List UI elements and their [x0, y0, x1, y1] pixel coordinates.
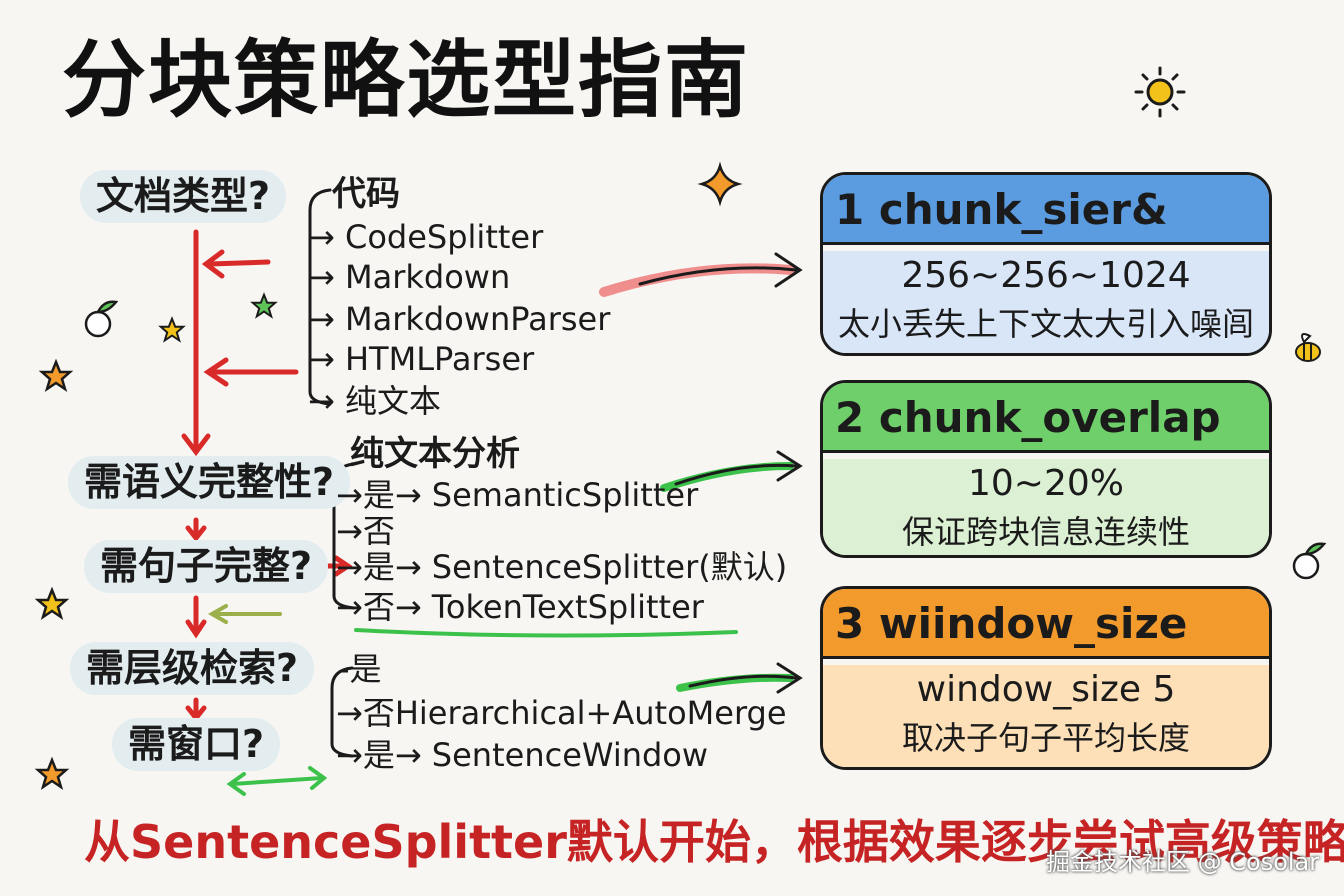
- question-sentence: 需句子完整?: [84, 540, 329, 594]
- doc-type-option: → 纯文本: [308, 382, 441, 420]
- text-analysis-head: 纯文本分析: [350, 434, 520, 474]
- param-box-chunk-overlap: 2 chunk_overlap 10~20% 保证跨块信息连续性: [820, 380, 1272, 558]
- sparkle-icon: [697, 161, 743, 207]
- main-flow-line: [181, 229, 353, 723]
- param-box-value: window_size 5: [916, 669, 1176, 710]
- question-doc-type: 文档类型?: [80, 170, 287, 224]
- hier-option: -是: [338, 650, 382, 688]
- param-box-value: 256~256~1024: [901, 255, 1191, 296]
- param-box-window-size: 3 wiindow_size window_size 5 取决子句子平均长度: [820, 586, 1272, 770]
- text-option: →是→ SentenceSplitter(默认): [336, 548, 788, 586]
- param-box-value: 10~20%: [968, 463, 1124, 504]
- question-window: 需窗口?: [112, 718, 281, 772]
- param-box-note: 太小丢失上下文太大引入噪闾: [837, 305, 1254, 343]
- text-option: →否: [336, 512, 395, 550]
- param-box-header: 1 chunk_sier&: [823, 175, 1269, 245]
- text-option: →否→ TokenTextSplitter: [336, 588, 704, 626]
- footer-advice: 从SentenceSplitter默认开始，根据效果逐步尝试高级策略: [84, 815, 1344, 869]
- apple-icon: [84, 300, 1327, 580]
- green-arrow-to-box-3: [676, 662, 803, 694]
- question-semantic: 需语义完整性?: [68, 456, 351, 510]
- hier-option: →是→ SentenceWindow: [336, 736, 709, 774]
- green-double-arrow: [226, 628, 738, 796]
- doc-type-option: → Markdown: [308, 258, 511, 296]
- param-box-note: 取决子句子平均长度: [901, 719, 1190, 757]
- param-box-header: 2 chunk_overlap: [823, 383, 1269, 453]
- doc-type-option: → HTMLParser: [308, 340, 535, 378]
- red-arrow-to-box-1: [599, 252, 803, 297]
- bee-icon: [1295, 333, 1321, 362]
- param-box-note: 保证跨块信息连续性: [901, 513, 1190, 551]
- olive-arrow: [207, 604, 282, 624]
- green-arrow-to-box-2: [660, 450, 803, 492]
- watermark: 掘金技术社区 @ Cosolar: [1046, 848, 1320, 876]
- doc-type-option: → MarkdownParser: [308, 300, 611, 338]
- doc-type-option: → CodeSplitter: [308, 218, 544, 256]
- sun-icon: [1134, 66, 1186, 118]
- question-hierarchy: 需层级检索?: [70, 642, 315, 696]
- doc-type-head: 代码: [332, 174, 400, 214]
- param-box-chunk-size: 1 chunk_sier& 256~256~1024 太小丢失上下文太大引入噪闾: [820, 172, 1272, 356]
- text-option: →是→ SemanticSplitter: [336, 476, 699, 514]
- param-box-header: 3 wiindow_size: [823, 589, 1269, 659]
- hier-option: →否Hierarchical+AutoMerge: [336, 694, 787, 732]
- star-icon: [34, 292, 278, 790]
- page-title: 分块策略选型指南: [62, 31, 751, 129]
